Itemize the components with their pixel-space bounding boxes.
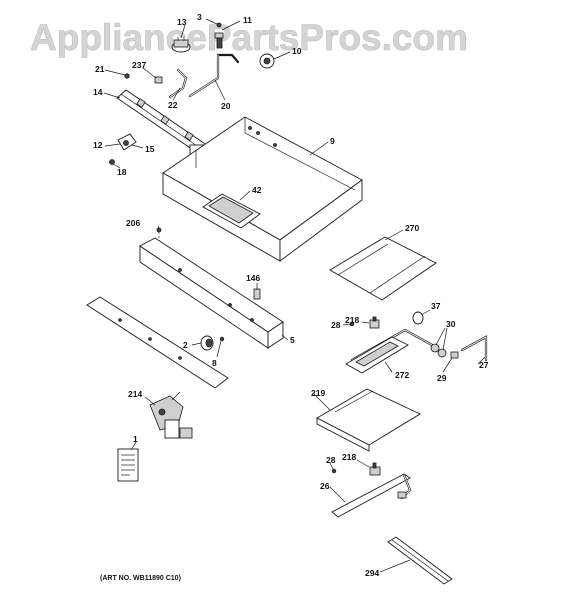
label-15: 15 [145,144,155,154]
label-8: 8 [212,358,217,368]
label-1: 1 [133,434,138,444]
part-1-instructions[interactable] [117,448,139,482]
label-11: 11 [243,15,252,25]
part-20-gas-tube[interactable] [188,53,240,98]
part-294-baffle[interactable] [387,536,453,585]
part-146-clip[interactable] [253,288,261,300]
label-5: 5 [290,335,295,345]
label-18: 18 [117,167,127,177]
part-28-screw-upper[interactable] [349,321,355,327]
label-37: 37 [431,301,441,311]
label-30: 30 [446,319,456,329]
label-26: 26 [320,481,330,491]
part-11-fitting[interactable] [214,32,224,49]
label-237: 237 [132,60,146,70]
part-214-valve-assembly[interactable] [149,391,193,439]
part-5-manifold-panel[interactable] [139,237,284,349]
part-8-screw[interactable] [219,336,225,342]
part-28-screw-lower[interactable] [331,468,337,474]
part-21-screw[interactable] [124,73,130,79]
trim-bar[interactable] [86,296,229,389]
part-42-access-cover[interactable] [202,193,261,229]
label-218-lower: 218 [342,452,356,462]
label-22: 22 [168,100,178,110]
part-10-valve[interactable] [259,53,275,69]
label-28-lower: 28 [326,455,336,465]
label-13: 13 [177,17,187,27]
part-22-gas-tube[interactable] [168,68,188,99]
part-37-clamp[interactable] [412,311,424,325]
part-13-orifice-holder[interactable] [171,37,191,53]
art-number-caption: (ART NO. WB11890 C10) [100,575,181,582]
label-3: 3 [197,12,202,22]
label-206: 206 [126,218,140,228]
label-294: 294 [365,568,379,578]
part-18-screw[interactable] [109,159,115,165]
label-27: 27 [479,360,489,370]
label-29: 29 [437,373,447,383]
part-27-tube[interactable] [460,335,488,362]
part-30-fittings[interactable] [430,343,447,358]
label-12: 12 [93,140,103,150]
label-218-upper: 218 [345,315,359,325]
part-270-shield[interactable] [329,236,437,301]
label-21: 21 [95,64,105,74]
part-272-burner[interactable] [345,336,409,374]
part-218-ignitor-upper[interactable] [369,316,380,329]
label-270: 270 [405,223,419,233]
part-26-lower-burner[interactable] [331,473,412,518]
label-9: 9 [330,136,335,146]
label-146: 146 [246,273,260,283]
leader-lines [103,18,486,573]
part-218-ignitor-lower[interactable] [369,462,381,476]
label-28-upper: 28 [331,320,341,330]
label-214: 214 [128,389,142,399]
part-2-knob[interactable] [200,335,214,351]
label-272: 272 [395,370,409,380]
part-labels: 3 11 13 10 237 21 14 22 20 9 12 15 18 42… [93,12,489,578]
part-29-fitting[interactable] [450,351,459,359]
label-10: 10 [292,46,302,56]
part-15-valve-bracket[interactable] [117,133,137,151]
label-14: 14 [93,87,103,97]
watermark-text: AppliancePartsPros.com [30,17,468,58]
label-2: 2 [183,340,188,350]
part-219-lower-shield[interactable] [316,388,421,452]
part-3-screw[interactable] [216,22,222,28]
part-237-orifice[interactable] [154,76,163,84]
label-20: 20 [221,101,231,111]
label-42: 42 [252,185,262,195]
label-219: 219 [311,388,325,398]
